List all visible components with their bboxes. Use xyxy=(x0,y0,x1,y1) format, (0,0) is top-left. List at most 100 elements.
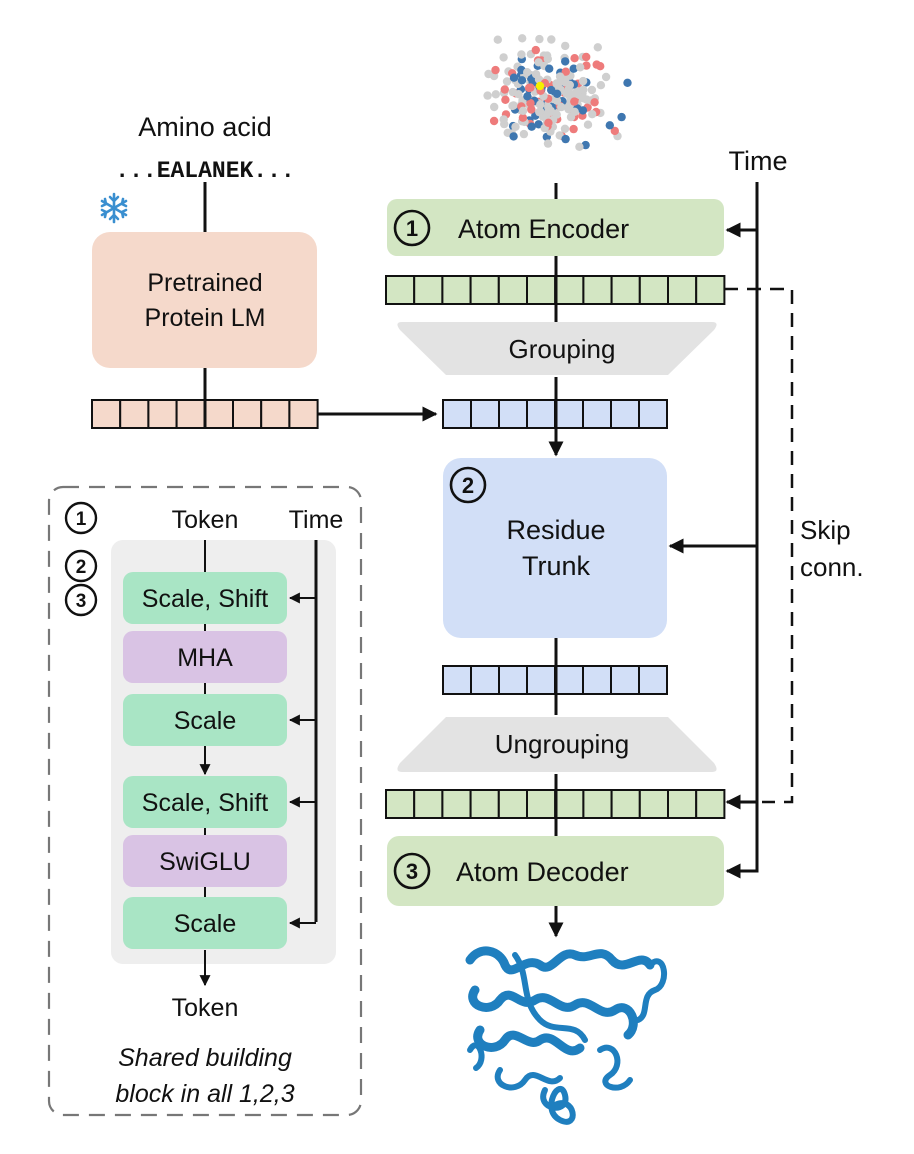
noisy-atom-cloud-icon xyxy=(483,34,632,151)
atom-token-cell xyxy=(554,275,585,305)
atom-dot xyxy=(596,81,606,90)
residue-token-cell xyxy=(442,399,472,429)
plm-label-line1: Pretrained xyxy=(147,269,262,297)
atom-token-cell xyxy=(497,789,528,819)
atom-dot xyxy=(526,99,535,108)
atom-decoder-label: Atom Decoder xyxy=(456,857,629,887)
residue-token-cell xyxy=(442,665,472,695)
trunk-label-line2: Trunk xyxy=(522,551,591,581)
layer-label: Scale xyxy=(174,707,237,735)
layer-scale: Scale xyxy=(123,897,316,949)
atom-dot xyxy=(517,50,526,59)
atom-dot xyxy=(543,108,553,117)
plm-token-cell xyxy=(175,399,206,429)
residue-token-cell xyxy=(610,665,640,695)
residue-token-cell xyxy=(582,665,612,695)
layer-label: Scale xyxy=(174,910,237,938)
atom-token-cell xyxy=(385,789,416,819)
encoder-number-badge: 1 xyxy=(393,209,431,247)
layer-box xyxy=(123,776,287,828)
atom-dot xyxy=(623,78,632,88)
atom-dot xyxy=(514,90,523,99)
atom-dot xyxy=(587,85,597,95)
atom-dot xyxy=(552,89,562,99)
snowflake-icon xyxy=(100,192,128,224)
atom-dot xyxy=(560,124,570,133)
atom-dot xyxy=(535,107,544,117)
atom-dot xyxy=(489,116,499,126)
atom-dot xyxy=(561,57,570,66)
atom-dot xyxy=(518,34,527,43)
atom-dot xyxy=(499,53,508,62)
ribbon-segment xyxy=(468,985,638,1040)
atom-dot xyxy=(518,106,528,116)
block-caption-line2: block in all 1,2,3 xyxy=(115,1080,294,1108)
atom-dot xyxy=(518,113,528,122)
layer-box xyxy=(123,631,287,683)
atom-dot xyxy=(508,101,517,111)
residue-token-cell xyxy=(582,399,612,429)
atom-dot xyxy=(527,122,536,131)
atom-dot xyxy=(543,54,552,64)
ungrouping-label: Ungrouping xyxy=(495,729,629,759)
residue-tokens-output xyxy=(442,665,668,695)
atom-dot xyxy=(523,92,532,101)
atom-token-cell xyxy=(582,275,613,305)
atom-dot xyxy=(576,63,585,72)
atom-encoder-label: Atom Encoder xyxy=(458,214,629,244)
atom-dot xyxy=(511,122,520,131)
atom-dot xyxy=(534,120,543,129)
atom-dot xyxy=(575,142,584,151)
atom-dot xyxy=(493,35,502,44)
residue-token-cell xyxy=(526,665,556,695)
atom-dot xyxy=(545,64,554,73)
atom-token-cell xyxy=(441,275,472,305)
atom-dot xyxy=(593,43,602,52)
atom-dot xyxy=(517,76,527,85)
atom-dot xyxy=(561,41,570,51)
layer-box xyxy=(123,572,287,624)
block-token-input-label: Token xyxy=(172,506,239,534)
atom-token-cell xyxy=(497,275,528,305)
atom-tokens-decoder-input xyxy=(385,789,726,819)
plm-label-line2: Protein LM xyxy=(145,304,266,332)
skip-label-line1: Skip xyxy=(800,515,851,545)
ungrouping-block xyxy=(397,717,717,772)
atom-token-cell xyxy=(667,275,698,305)
atom-dot xyxy=(543,139,553,148)
residue-tokens-input xyxy=(442,399,668,429)
atom-token-cell xyxy=(667,789,698,819)
atom-token-cell xyxy=(582,789,613,819)
trunk-number-badge: 2 xyxy=(449,466,487,504)
atom-dot xyxy=(588,110,597,119)
atom-token-cell xyxy=(695,789,726,819)
atom-dot xyxy=(501,95,510,105)
layer-label: Scale, Shift xyxy=(142,585,269,613)
ribbon-segment xyxy=(465,946,655,975)
atom-dot xyxy=(547,35,556,44)
layer-swiglu: SwiGLU xyxy=(123,835,287,887)
skip-label-line2: conn. xyxy=(800,552,864,582)
residue-token-cell xyxy=(470,399,500,429)
residue-token-cell xyxy=(498,665,528,695)
layer-scale-shift: Scale, Shift xyxy=(123,776,316,828)
atom-dot xyxy=(536,100,545,109)
residue-token-cell xyxy=(610,399,640,429)
svg-text:2: 2 xyxy=(76,557,87,578)
atom-dot xyxy=(601,72,611,82)
layer-box xyxy=(123,835,287,887)
atom-dot xyxy=(502,77,512,86)
atom-dot xyxy=(610,126,619,136)
decoder-number-badge: 3 xyxy=(393,852,431,890)
atom-dot xyxy=(527,105,536,114)
atom-dot xyxy=(555,72,565,81)
atom-dot xyxy=(561,67,570,76)
atom-dot xyxy=(483,91,492,100)
atom-dot xyxy=(617,112,626,122)
time-label: Time xyxy=(729,146,788,176)
atom-dot xyxy=(491,90,500,99)
atom-dot xyxy=(500,85,509,94)
atom-token-cell xyxy=(385,275,416,305)
residue-token-cell xyxy=(526,399,556,429)
